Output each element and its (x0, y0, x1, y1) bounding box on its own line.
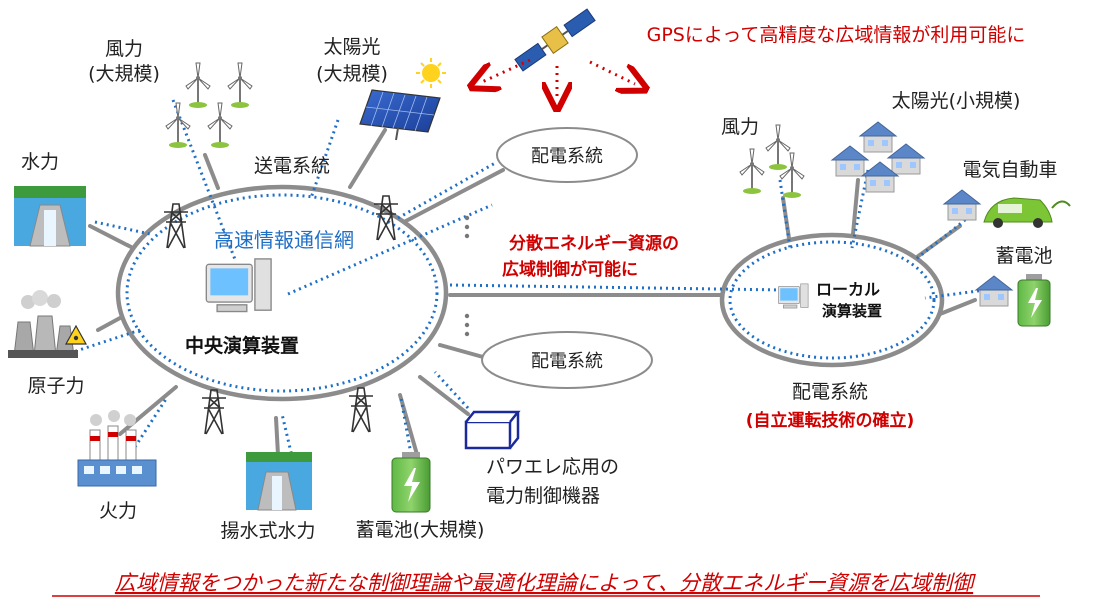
label-hydro: 水力 (21, 151, 59, 173)
label-local-2: 演算装置 (822, 302, 882, 320)
distribution-bubble-top (496, 127, 638, 183)
hydro-dam-icon (14, 186, 86, 247)
label-wind-large-sub: (大規模) (88, 63, 160, 85)
label-local-1: ローカル (816, 280, 880, 299)
label-nuclear: 原子力 (27, 375, 84, 397)
battery-small-icon (975, 274, 1051, 327)
label-distributed-2: 広域制御が可能に (502, 259, 638, 280)
sun-icon (416, 58, 446, 88)
label-power-electronics-1: パワエレ応用の (486, 456, 619, 478)
label-distributed-1: 分散エネルギー資源の (509, 233, 679, 254)
label-solar-large: 太陽光 (323, 36, 380, 58)
battery-large-icon (391, 452, 431, 513)
label-pumped-hydro: 揚水式水力 (220, 520, 315, 542)
label-distribution-top: 配電系統 (531, 146, 603, 167)
label-distribution-right: 配電系統 (792, 381, 868, 403)
bottom-banner: 広域情報をつかった新たな制御理論や最適化理論によって、分散エネルギー資源を広域制… (115, 571, 976, 595)
thermal-plant-icon (77, 410, 157, 487)
label-autonomous: (自立運転技術の確立) (746, 410, 915, 431)
label-transmission: 送電系統 (254, 155, 330, 177)
label-thermal: 火力 (99, 500, 137, 522)
power-electronics-box-icon (464, 410, 521, 450)
local-ring (719, 232, 945, 368)
solar-panel-large-icon (359, 89, 441, 141)
label-power-electronics-2: 電力制御機器 (486, 485, 600, 507)
nuclear-plant-icon (8, 290, 88, 358)
label-solar-large-sub: (大規模) (316, 63, 388, 85)
solar-house-small-icon (831, 121, 925, 193)
local-network-ring (728, 240, 936, 360)
label-battery-small: 蓄電池 (995, 245, 1052, 267)
accent-labels: GPSによって高精度な広域情報が利用可能に 分散エネルギー資源の 広域制御が可能… (502, 24, 1025, 431)
label-wind-large: 風力 (105, 38, 143, 60)
network-ring (125, 193, 439, 393)
label-central: 中央演算装置 (185, 334, 299, 357)
ellipsis-dots (464, 215, 470, 337)
label-solar-small: 太陽光(小規模) (892, 90, 1021, 112)
label-ev: 電気自動車 (962, 159, 1057, 181)
transmission-ring (115, 184, 449, 402)
electric-vehicle-icon (943, 189, 1071, 228)
label-battery-large: 蓄電池(大規模) (356, 519, 485, 541)
tower-icon (348, 387, 374, 433)
gps-signal-arrows (482, 58, 635, 97)
label-wind-small: 風力 (721, 116, 759, 138)
label-distribution-mid: 配電系統 (531, 351, 603, 372)
distribution-bubble-mid (481, 331, 653, 389)
tower-icon (201, 389, 227, 435)
wind-turbine-large-icon (165, 62, 253, 149)
label-network: 高速情報通信網 (214, 228, 354, 252)
label-gps-note: GPSによって高精度な広域情報が利用可能に (647, 24, 1026, 46)
labels: 風力 (大規模) 太陽光 (大規模) 水力 送電系統 原子力 火力 揚水式水力 … (21, 36, 1058, 542)
central-computer-icon (205, 258, 272, 313)
pumped-hydro-icon (246, 452, 312, 511)
satellite-icon (514, 8, 596, 72)
